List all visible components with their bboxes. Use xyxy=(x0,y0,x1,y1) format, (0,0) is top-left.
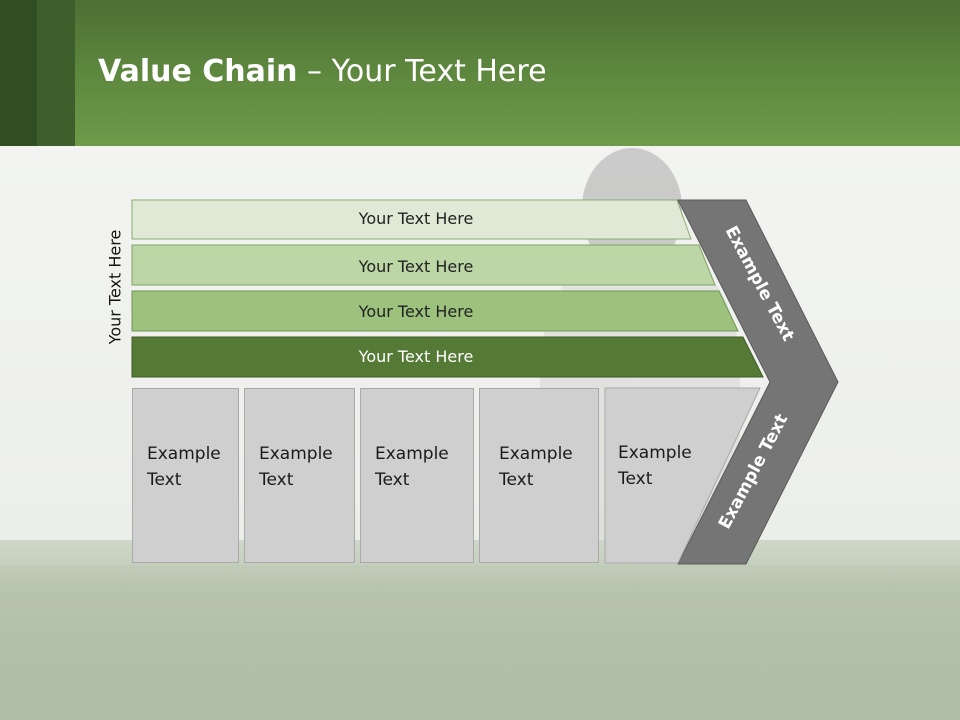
bar-4-label: Your Text Here xyxy=(358,347,474,366)
title-bold-part: Value Chain xyxy=(98,54,298,89)
title-rest-part: – Your Text Here xyxy=(297,54,547,89)
box-line1: Example xyxy=(147,444,221,464)
box-line2: Text xyxy=(259,470,294,490)
box-line2: Text xyxy=(499,470,534,490)
bar-3-label: Your Text Here xyxy=(358,302,474,321)
header-band: Value Chain – Your Text Here xyxy=(0,0,960,146)
chevron-shape xyxy=(677,199,839,565)
box-line1: Example xyxy=(259,444,333,464)
box-line1: Example xyxy=(618,443,692,463)
slide-title: Value Chain – Your Text Here xyxy=(98,54,547,89)
box-line1: Example xyxy=(499,444,573,464)
box-line1: Example xyxy=(375,444,449,464)
header-stripe-mid xyxy=(37,0,75,146)
bar-3-shape xyxy=(131,290,739,332)
bar-1-label: Your Text Here xyxy=(358,209,474,228)
bar-2-label: Your Text Here xyxy=(358,257,474,276)
box-line2: Text xyxy=(618,469,653,489)
box-line2: Text xyxy=(147,470,182,490)
box-line2: Text xyxy=(375,470,410,490)
bar-1-shape xyxy=(131,199,692,240)
bar-2-shape xyxy=(131,244,716,286)
last-box-wedge xyxy=(604,387,761,564)
reflection-fade xyxy=(0,565,960,720)
header-stripe-dark xyxy=(0,0,37,146)
bar-4-shape xyxy=(131,336,764,378)
